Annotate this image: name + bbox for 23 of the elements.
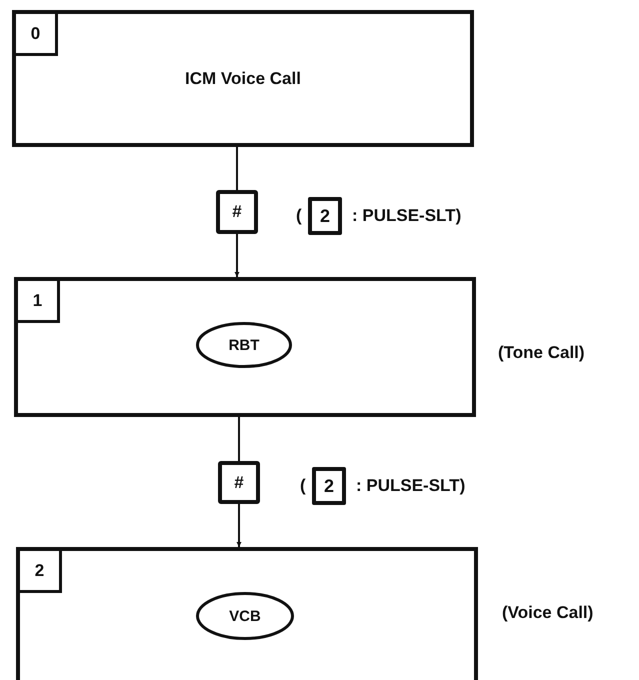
annotation-text: : PULSE-SLT) <box>356 476 466 496</box>
arrow <box>236 504 242 547</box>
state-box <box>12 10 474 147</box>
key-box: # <box>218 461 260 504</box>
state-label: ICM Voice Call <box>184 68 302 88</box>
key-symbol: 2 <box>312 467 346 505</box>
state-number: 0 <box>16 14 58 56</box>
arrow <box>234 234 240 277</box>
state-caption: (Tone Call) <box>498 343 585 363</box>
state-number: 1 <box>18 281 60 323</box>
annotation-text: : PULSE-SLT) <box>352 206 462 226</box>
state-number: 2 <box>20 551 62 593</box>
tone-ellipse: VCB <box>196 592 294 640</box>
annotation-text: ( <box>296 206 302 226</box>
connector-line <box>236 147 238 190</box>
state-box <box>16 547 478 680</box>
annotation-text: ( <box>300 476 306 496</box>
state-box <box>14 277 476 417</box>
key-box: # <box>216 190 258 234</box>
key-symbol: 2 <box>308 197 342 235</box>
state-caption: (Voice Call) <box>502 603 594 623</box>
tone-ellipse: RBT <box>196 322 292 368</box>
connector-line <box>238 417 240 461</box>
